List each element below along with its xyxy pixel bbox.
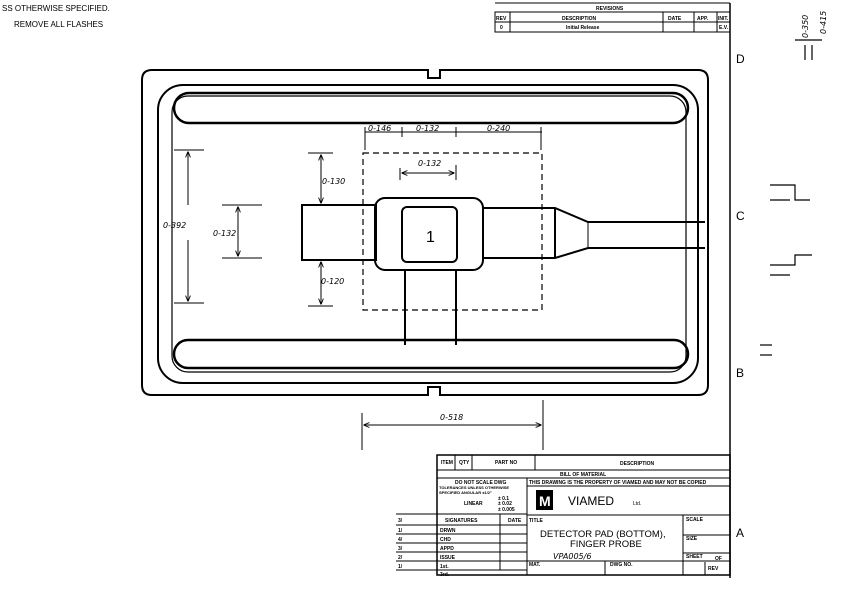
sig-third: 3rd. <box>440 572 450 578</box>
dim-bottom-width: 0-518 <box>440 413 463 422</box>
description-header: DESCRIPTION <box>562 16 597 22</box>
company-suffix: Ltd. <box>633 501 641 507</box>
dim-top-gap: 0-130 <box>322 177 345 186</box>
dim-pad-inner: 0-132 <box>418 159 441 168</box>
sig-chd: CHD <box>440 537 451 543</box>
drawing-title-line1: DETECTOR PAD (BOTTOM), <box>540 529 666 540</box>
dim-overall-height: 0-392 <box>163 221 186 230</box>
revisions-table <box>494 2 731 33</box>
date-header: DATE <box>668 16 682 22</box>
mat-label: MAT. <box>529 562 541 568</box>
drawing-number: VPA005/6 <box>553 552 591 561</box>
rev-init: E.V. <box>719 25 729 31</box>
central-pad <box>301 152 705 345</box>
item-header: ITEM <box>441 460 453 466</box>
init-header: INIT. <box>718 16 729 22</box>
grid-letter-c: C <box>736 209 745 223</box>
dim-side-a: 0-350 <box>801 15 810 38</box>
margin-mark-4: 3/ <box>398 546 403 552</box>
grid-letter-d: D <box>736 52 745 66</box>
sig-first: 1st. <box>440 564 449 570</box>
rev-description: Initial Release <box>566 25 600 31</box>
title-label: TITLE <box>529 518 544 524</box>
dim-pad-width-top: 0-132 <box>416 124 439 133</box>
margin-mark-6: 1/ <box>398 564 403 570</box>
title-block <box>396 454 731 576</box>
tolerance-note: TOLERANCES UNLESS OTHERWISE SPECIFIED AN… <box>439 485 510 495</box>
margin-mark-3: 4/ <box>398 537 403 543</box>
sheet-of: OF <box>715 556 722 562</box>
detector-pad-outline <box>141 69 709 396</box>
revisions-title: REVISIONS <box>596 6 624 12</box>
dim-strip-height: 0-132 <box>213 229 236 238</box>
dim-right-offset: 0-240 <box>487 124 510 133</box>
margin-mark-5: 2/ <box>398 555 403 561</box>
sig-date-header: DATE <box>508 518 522 524</box>
tolerance-2: ± 0.02 <box>498 501 512 507</box>
sig-drwn: DRWN <box>440 528 456 534</box>
drawing-title-line2: FINGER PROBE <box>570 539 642 550</box>
scale-label: SCALE <box>686 517 704 523</box>
margin-mark-2: 1/ <box>398 528 403 534</box>
rev-label: REV <box>708 566 719 572</box>
dwg-no-label: DWG NO. <box>610 562 633 568</box>
proprietary-note: THIS DRAWING IS THE PROPERTY OF VIAMED A… <box>529 480 707 486</box>
bill-of-material: BILL OF MATERIAL <box>560 472 606 478</box>
dim-side-b: 0-415 <box>819 11 828 34</box>
signatures-header: SIGNATURES <box>445 518 478 524</box>
grid-letter-a: A <box>736 526 744 540</box>
tolerance-1: ± 0.1 <box>498 496 509 502</box>
pad-label: 1 <box>426 229 435 246</box>
dimension-lines <box>174 127 544 450</box>
part-header: PART NO <box>495 460 517 466</box>
viamed-logo: M <box>536 490 553 510</box>
rev-header: REV <box>496 16 507 22</box>
app-header: APP. <box>697 16 709 22</box>
grid-letter-b: B <box>736 366 744 380</box>
general-note-1: SS OTHERWISE SPECIFIED. <box>2 4 110 13</box>
dim-left-offset: 0-146 <box>368 124 391 133</box>
side-view <box>760 39 822 356</box>
sheet-label: SHEET <box>686 554 703 560</box>
qty-header: QTY <box>459 460 470 466</box>
description-col-header: DESCRIPTION <box>620 461 655 467</box>
scale-note: DO NOT SCALE DWG <box>455 480 506 486</box>
svg-text:M: M <box>539 493 551 509</box>
size-label: SIZE <box>686 536 698 542</box>
general-note-2: REMOVE ALL FLASHES <box>14 20 103 29</box>
linear-label: LINEAR <box>464 501 483 507</box>
sig-appd: APPD <box>440 546 454 552</box>
rev-value: 0 <box>500 25 503 31</box>
tolerance-3: ± 0.005 <box>498 507 515 513</box>
sig-issue: ISSUE <box>440 555 456 561</box>
dim-bottom-gap: 0-120 <box>321 277 344 286</box>
margin-mark-1: 3/ <box>398 518 403 524</box>
company-name: VIAMED <box>568 494 614 508</box>
